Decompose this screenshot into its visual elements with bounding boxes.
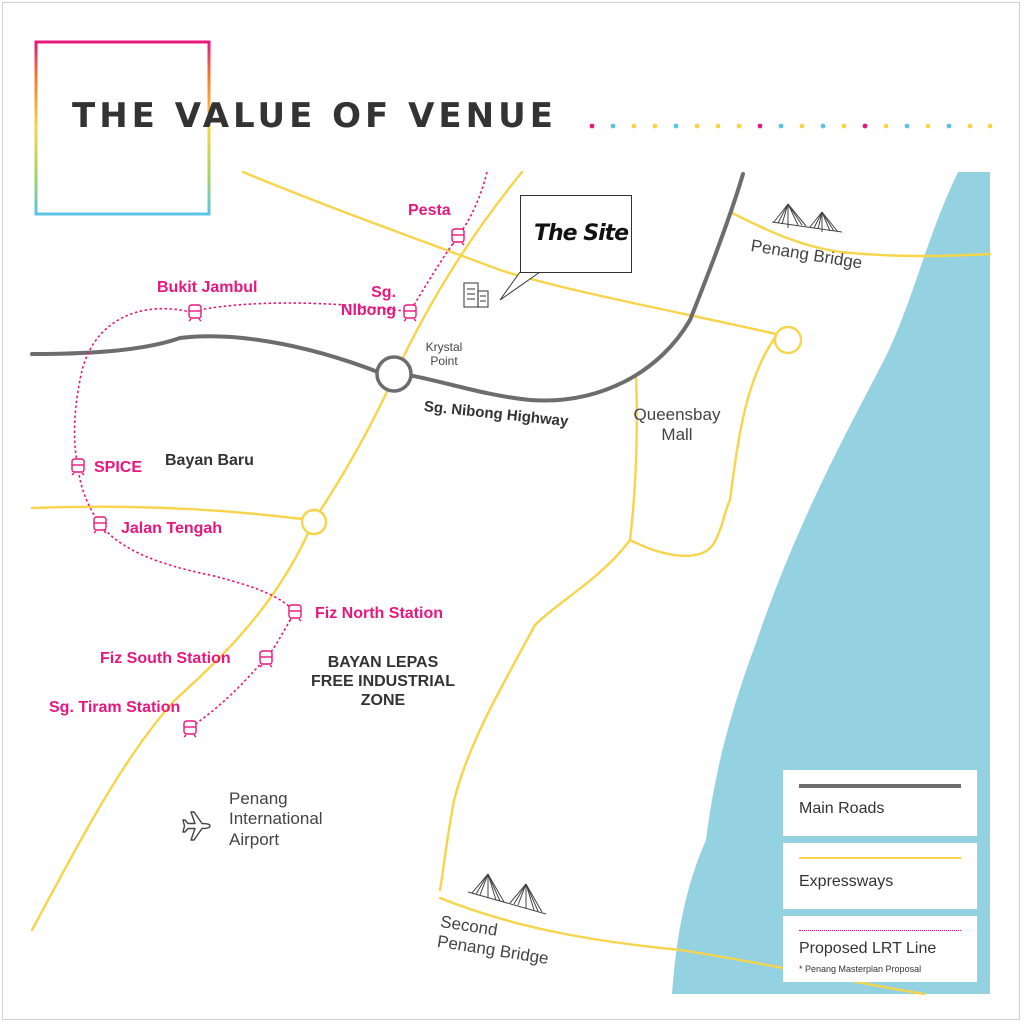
- legend-label-expressways: Expressways: [799, 873, 894, 890]
- title-dots: [589, 123, 993, 129]
- train-icon: [288, 604, 302, 622]
- sg-nibong-highway: [30, 172, 745, 403]
- legend-swatch-expressways: [799, 857, 961, 859]
- expressway-queensbay-loop: [628, 334, 778, 557]
- expressway-queensbay: [438, 376, 638, 892]
- station-label-sg-nibong: Sg. Nibong: [340, 284, 396, 320]
- legend-swatch-main-roads: [799, 784, 961, 788]
- interchange-east: [773, 325, 803, 355]
- station-label-spice: SPICE: [94, 459, 143, 476]
- train-icon: [259, 650, 273, 668]
- place-label-fiz: BAYAN LEPAS FREE INDUSTRIAL ZONE: [311, 654, 455, 710]
- legend-lrt: Proposed LRT Line * Penang Masterplan Pr…: [783, 916, 977, 982]
- page-title: THE VALUE OF VENUE: [72, 96, 557, 136]
- airplane-icon: [182, 811, 211, 841]
- lrt-line: [73, 171, 488, 729]
- expressways: [30, 170, 992, 996]
- site-callout-box: [520, 195, 632, 273]
- place-label-queensbay: Queensbay Mall: [633, 405, 721, 445]
- legend-note-lrt: * Penang Masterplan Proposal: [799, 964, 922, 974]
- train-icon: [188, 304, 202, 322]
- station-label-bukit-jambul: Bukit Jambul: [157, 279, 258, 296]
- main-roads: [30, 172, 745, 403]
- title-decor-square: [34, 40, 211, 216]
- place-label-airport: Penang International Airport: [229, 789, 323, 849]
- legend-main-roads: Main Roads: [783, 770, 977, 836]
- roundabout-krystal: [375, 355, 413, 393]
- place-label-krystal-point: Krystal Point: [425, 340, 463, 368]
- lrt-route: [73, 171, 488, 729]
- expressway-west: [30, 505, 304, 521]
- bridge-icon: [467, 873, 547, 915]
- station-label-sg-tiram: Sg. Tiram Station: [49, 699, 181, 716]
- interchange-west: [300, 508, 328, 536]
- site-label: The Site: [534, 221, 629, 246]
- legend-label-main-roads: Main Roads: [799, 800, 885, 817]
- station-label-fiz-north: Fiz North Station: [315, 605, 443, 622]
- train-icon: [403, 304, 417, 322]
- station-label-pesta: Pesta: [408, 202, 451, 219]
- train-icon: [183, 720, 197, 738]
- station-label-fiz-south: Fiz South Station: [100, 650, 231, 667]
- lrt-stations: [71, 228, 465, 738]
- site-callout-pointer: [499, 271, 541, 301]
- expressway-north: [241, 170, 778, 336]
- train-icon: [451, 228, 465, 246]
- place-label-bayan-baru: Bayan Baru: [165, 452, 254, 469]
- train-icon: [71, 458, 85, 476]
- expressway-penang-bridge: [728, 210, 992, 258]
- train-icon: [93, 516, 107, 534]
- legend-expressways: Expressways: [783, 843, 977, 909]
- legend-swatch-lrt: [799, 930, 961, 931]
- building-icon: [463, 282, 489, 308]
- legend-label-lrt: Proposed LRT Line: [799, 940, 937, 957]
- bridge-icon: [771, 203, 843, 233]
- station-label-jalan-tengah: Jalan Tengah: [121, 520, 223, 537]
